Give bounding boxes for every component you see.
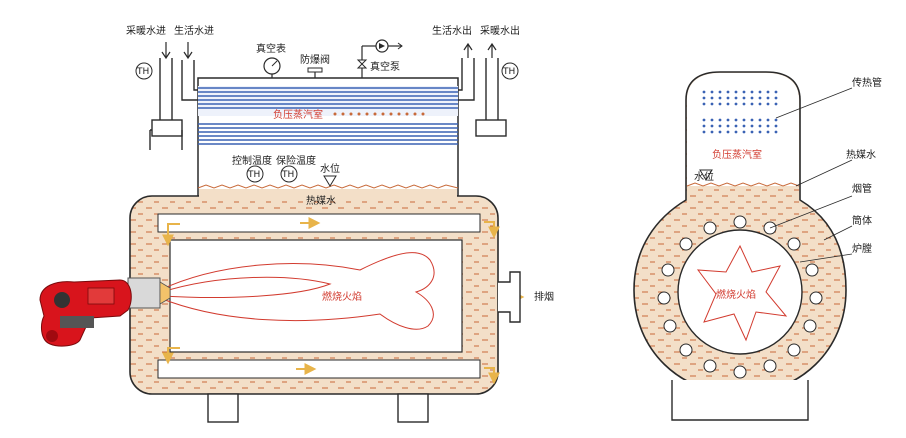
svg-text:TH: TH [502, 67, 515, 77]
safety-temperature-label: 保险温度 [276, 154, 316, 167]
flue-tube-label: 烟管 [852, 182, 872, 195]
cross-steam-space [687, 73, 799, 186]
vacuum-gauge-label: 真空表 [256, 42, 286, 55]
upper-water-band [199, 189, 457, 197]
cross-water-level-icon [699, 169, 713, 181]
right-leg [397, 393, 429, 423]
explosion-valve-label: 防爆阀 [300, 53, 330, 66]
flame [159, 252, 435, 330]
vacuum-pump-label: 真空泵 [370, 60, 400, 73]
heating-water-out-label: 采暖水出 [480, 24, 520, 37]
th-sensor-right: TH [501, 62, 519, 80]
th-sensor-safety: TH [280, 165, 298, 183]
svg-text:TH: TH [136, 67, 149, 77]
cross-heat-medium-water-label: 热媒水 [846, 148, 876, 161]
side-view: 负压蒸汽室 燃烧火焰 排烟 [39, 24, 554, 423]
control-temperature-label: 控制温度 [232, 154, 272, 167]
domestic-water-out-label: 生活水出 [432, 24, 472, 37]
negative-pressure-chamber-label: 负压蒸汽室 [273, 108, 323, 121]
heat-transfer-tube-dots [702, 90, 778, 134]
upper-flue-pass [157, 213, 481, 233]
cross-water-surface [686, 182, 800, 187]
outlet-pipes [458, 58, 507, 137]
shell-label: 筒体 [852, 214, 872, 227]
inlet-pipes [149, 58, 198, 150]
heat-medium-water-label: 热媒水 [306, 194, 336, 207]
water-surface-line [197, 184, 459, 189]
svg-text:TH: TH [281, 170, 294, 180]
pipe-flow-arrows [161, 42, 497, 60]
lower-flue-pass [157, 359, 481, 379]
domestic-water-in-label: 生活水进 [174, 24, 214, 37]
cross-negative-pressure-label: 负压蒸汽室 [712, 148, 762, 161]
exhaust-outlet [498, 271, 521, 323]
burner [39, 277, 171, 347]
svg-text:TH: TH [247, 170, 260, 180]
vacuum-gauge-icon [263, 57, 281, 78]
explosion-valve-icon [307, 67, 323, 78]
th-sensor-left: TH [135, 62, 153, 80]
furnace-label: 炉膛 [852, 242, 872, 255]
vacuum-pump-icon [356, 39, 403, 78]
steam-dots [333, 112, 425, 116]
heat-exchange-tubes [198, 87, 458, 145]
left-leg [207, 393, 239, 423]
cross-base [671, 380, 809, 421]
heating-water-in-label: 采暖水进 [126, 24, 166, 37]
water-level-label: 水位 [320, 162, 340, 175]
heat-transfer-tube-label: 传热管 [852, 76, 882, 89]
leader-lines [769, 87, 853, 263]
combustion-flame-label: 燃烧火焰 [322, 290, 362, 303]
tube-bundle-top [198, 86, 458, 116]
th-sensor-control: TH [246, 165, 264, 183]
cross-furnace [677, 229, 803, 355]
furnace-chamber [169, 239, 463, 353]
cross-water-level-label: 水位 [694, 170, 714, 183]
cross-flame-star [696, 244, 788, 342]
flue-tube-circles [657, 215, 823, 379]
exhaust-label: 排烟 [534, 290, 554, 303]
cross-section: 负压蒸汽室 水位 燃烧火焰 传热管 热媒水 烟管 [633, 71, 882, 421]
water-level-icon [323, 175, 337, 187]
cross-combustion-flame-label: 燃烧火焰 [716, 288, 756, 301]
